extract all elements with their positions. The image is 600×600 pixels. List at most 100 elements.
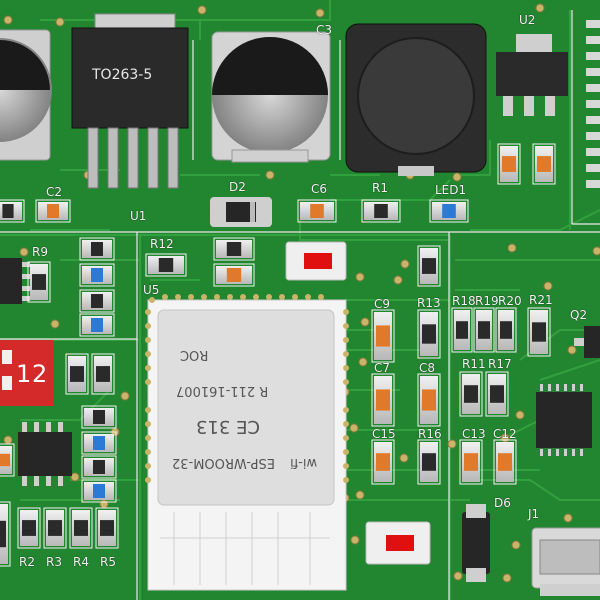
module-marking-4: ESP-WROOM-32 xyxy=(172,455,275,470)
label-d6: D6 xyxy=(494,496,511,510)
resistor-r2 xyxy=(17,507,41,549)
label-c2: C2 xyxy=(46,185,63,199)
label-r5: R5 xyxy=(100,555,116,569)
label-led1: LED1 xyxy=(435,183,467,197)
label-r16: R16 xyxy=(418,427,442,441)
label-r1: R1 xyxy=(372,181,388,195)
diode-left-edge xyxy=(0,501,11,567)
resistor-g xyxy=(81,455,117,479)
resistor-r13 xyxy=(417,309,441,359)
capacitor-e xyxy=(81,479,117,503)
resistor-f xyxy=(81,405,117,429)
resistor-r5 xyxy=(95,507,119,549)
tactile-button-bottom xyxy=(365,521,431,565)
sot223-regulator xyxy=(496,34,568,116)
capacitor-c15 xyxy=(371,439,395,485)
module-marking-5: wi-fi xyxy=(290,455,318,470)
resistor-r20 xyxy=(495,307,517,353)
power-inductor xyxy=(345,23,487,176)
resistor-r19 xyxy=(473,307,495,353)
capacitor-c9 xyxy=(371,309,395,363)
label-u2: U2 xyxy=(519,13,536,27)
label-r20: R20 xyxy=(498,294,522,308)
label-c6: C6 xyxy=(311,182,328,196)
dip-switch xyxy=(0,340,54,406)
label-c15: C15 xyxy=(372,427,396,441)
resistor-left-edge xyxy=(0,199,25,223)
label-c9: C9 xyxy=(374,297,391,311)
label-u1: U1 xyxy=(130,209,147,223)
resistor-r12 xyxy=(145,253,187,277)
label-r2: R2 xyxy=(19,555,35,569)
label-r12: R12 xyxy=(150,237,174,251)
label-c13: C13 xyxy=(462,427,486,441)
label-r18: R18 xyxy=(452,294,476,308)
soic8-chip-top-left xyxy=(0,258,30,304)
led-led1 xyxy=(429,199,469,223)
capacitor-c6 xyxy=(297,199,337,223)
esp-wroom-module xyxy=(145,294,349,591)
qfn-chip xyxy=(536,384,592,456)
resistor-r11 xyxy=(459,371,483,417)
label-r11: R11 xyxy=(462,357,486,371)
module-marking-2: R 211-161007 xyxy=(176,383,269,398)
diode-d2 xyxy=(210,197,272,227)
capacitor-c13 xyxy=(459,439,483,485)
resistor-r16 xyxy=(417,439,441,485)
capacitor-c xyxy=(213,263,255,287)
label-r17: R17 xyxy=(488,357,512,371)
label-c7: C7 xyxy=(374,361,391,375)
tactile-button-top xyxy=(285,241,347,281)
resistor-d xyxy=(65,353,89,395)
module-marking-1: ROC xyxy=(180,347,209,362)
label-c12: C12 xyxy=(493,427,517,441)
capacitor-a xyxy=(79,263,115,287)
label-c8: C8 xyxy=(419,361,436,375)
label-c3: C3 xyxy=(316,23,333,37)
electrolytic-capacitor-left xyxy=(0,29,52,161)
label-q2: Q2 xyxy=(570,308,588,322)
label-r21: R21 xyxy=(529,293,553,307)
label-r9: R9 xyxy=(32,245,48,259)
capacitor-u2-b xyxy=(532,143,556,185)
resistor-r3 xyxy=(43,507,67,549)
capacitor-c8 xyxy=(417,373,441,427)
capacitor-left-edge xyxy=(0,443,15,477)
resistor-r9 xyxy=(27,261,51,303)
passive-components xyxy=(0,143,556,567)
resistor-r18 xyxy=(451,307,473,353)
resistor-c xyxy=(213,237,255,261)
capacitor-u2-a xyxy=(497,143,521,185)
resistor-b xyxy=(79,289,115,313)
package-marking-to263: TO263-5 xyxy=(92,67,153,83)
soic8-chip-bottom-left xyxy=(18,422,72,486)
resistor-r1 xyxy=(361,199,401,223)
capacitor-d xyxy=(81,431,117,455)
label-r4: R4 xyxy=(73,555,89,569)
capacitor-c2 xyxy=(35,199,71,223)
label-r19: R19 xyxy=(475,294,499,308)
q2-transistor xyxy=(574,326,600,358)
label-d2: D2 xyxy=(229,180,246,194)
capacitor-c7 xyxy=(371,373,395,427)
edge-connector-pads xyxy=(586,20,600,188)
silk-lines xyxy=(0,10,600,600)
to263-regulator xyxy=(71,13,189,189)
diode-d6 xyxy=(462,504,490,582)
label-j1: J1 xyxy=(528,507,540,521)
dip-number-1: 1 xyxy=(16,360,32,388)
vias xyxy=(3,3,600,583)
module-marking-3: CE 313 xyxy=(196,416,261,437)
resistor-a xyxy=(79,237,115,261)
capacitor-c12 xyxy=(493,439,517,485)
label-r3: R3 xyxy=(46,555,62,569)
capacitor-b xyxy=(79,313,115,337)
resistor-top-right xyxy=(417,245,441,287)
resistor-r4 xyxy=(69,507,93,549)
electrolytic-capacitor-c3 xyxy=(211,31,331,163)
usb-connector xyxy=(531,527,600,596)
label-r13: R13 xyxy=(417,296,441,310)
label-u5: U5 xyxy=(143,283,160,297)
